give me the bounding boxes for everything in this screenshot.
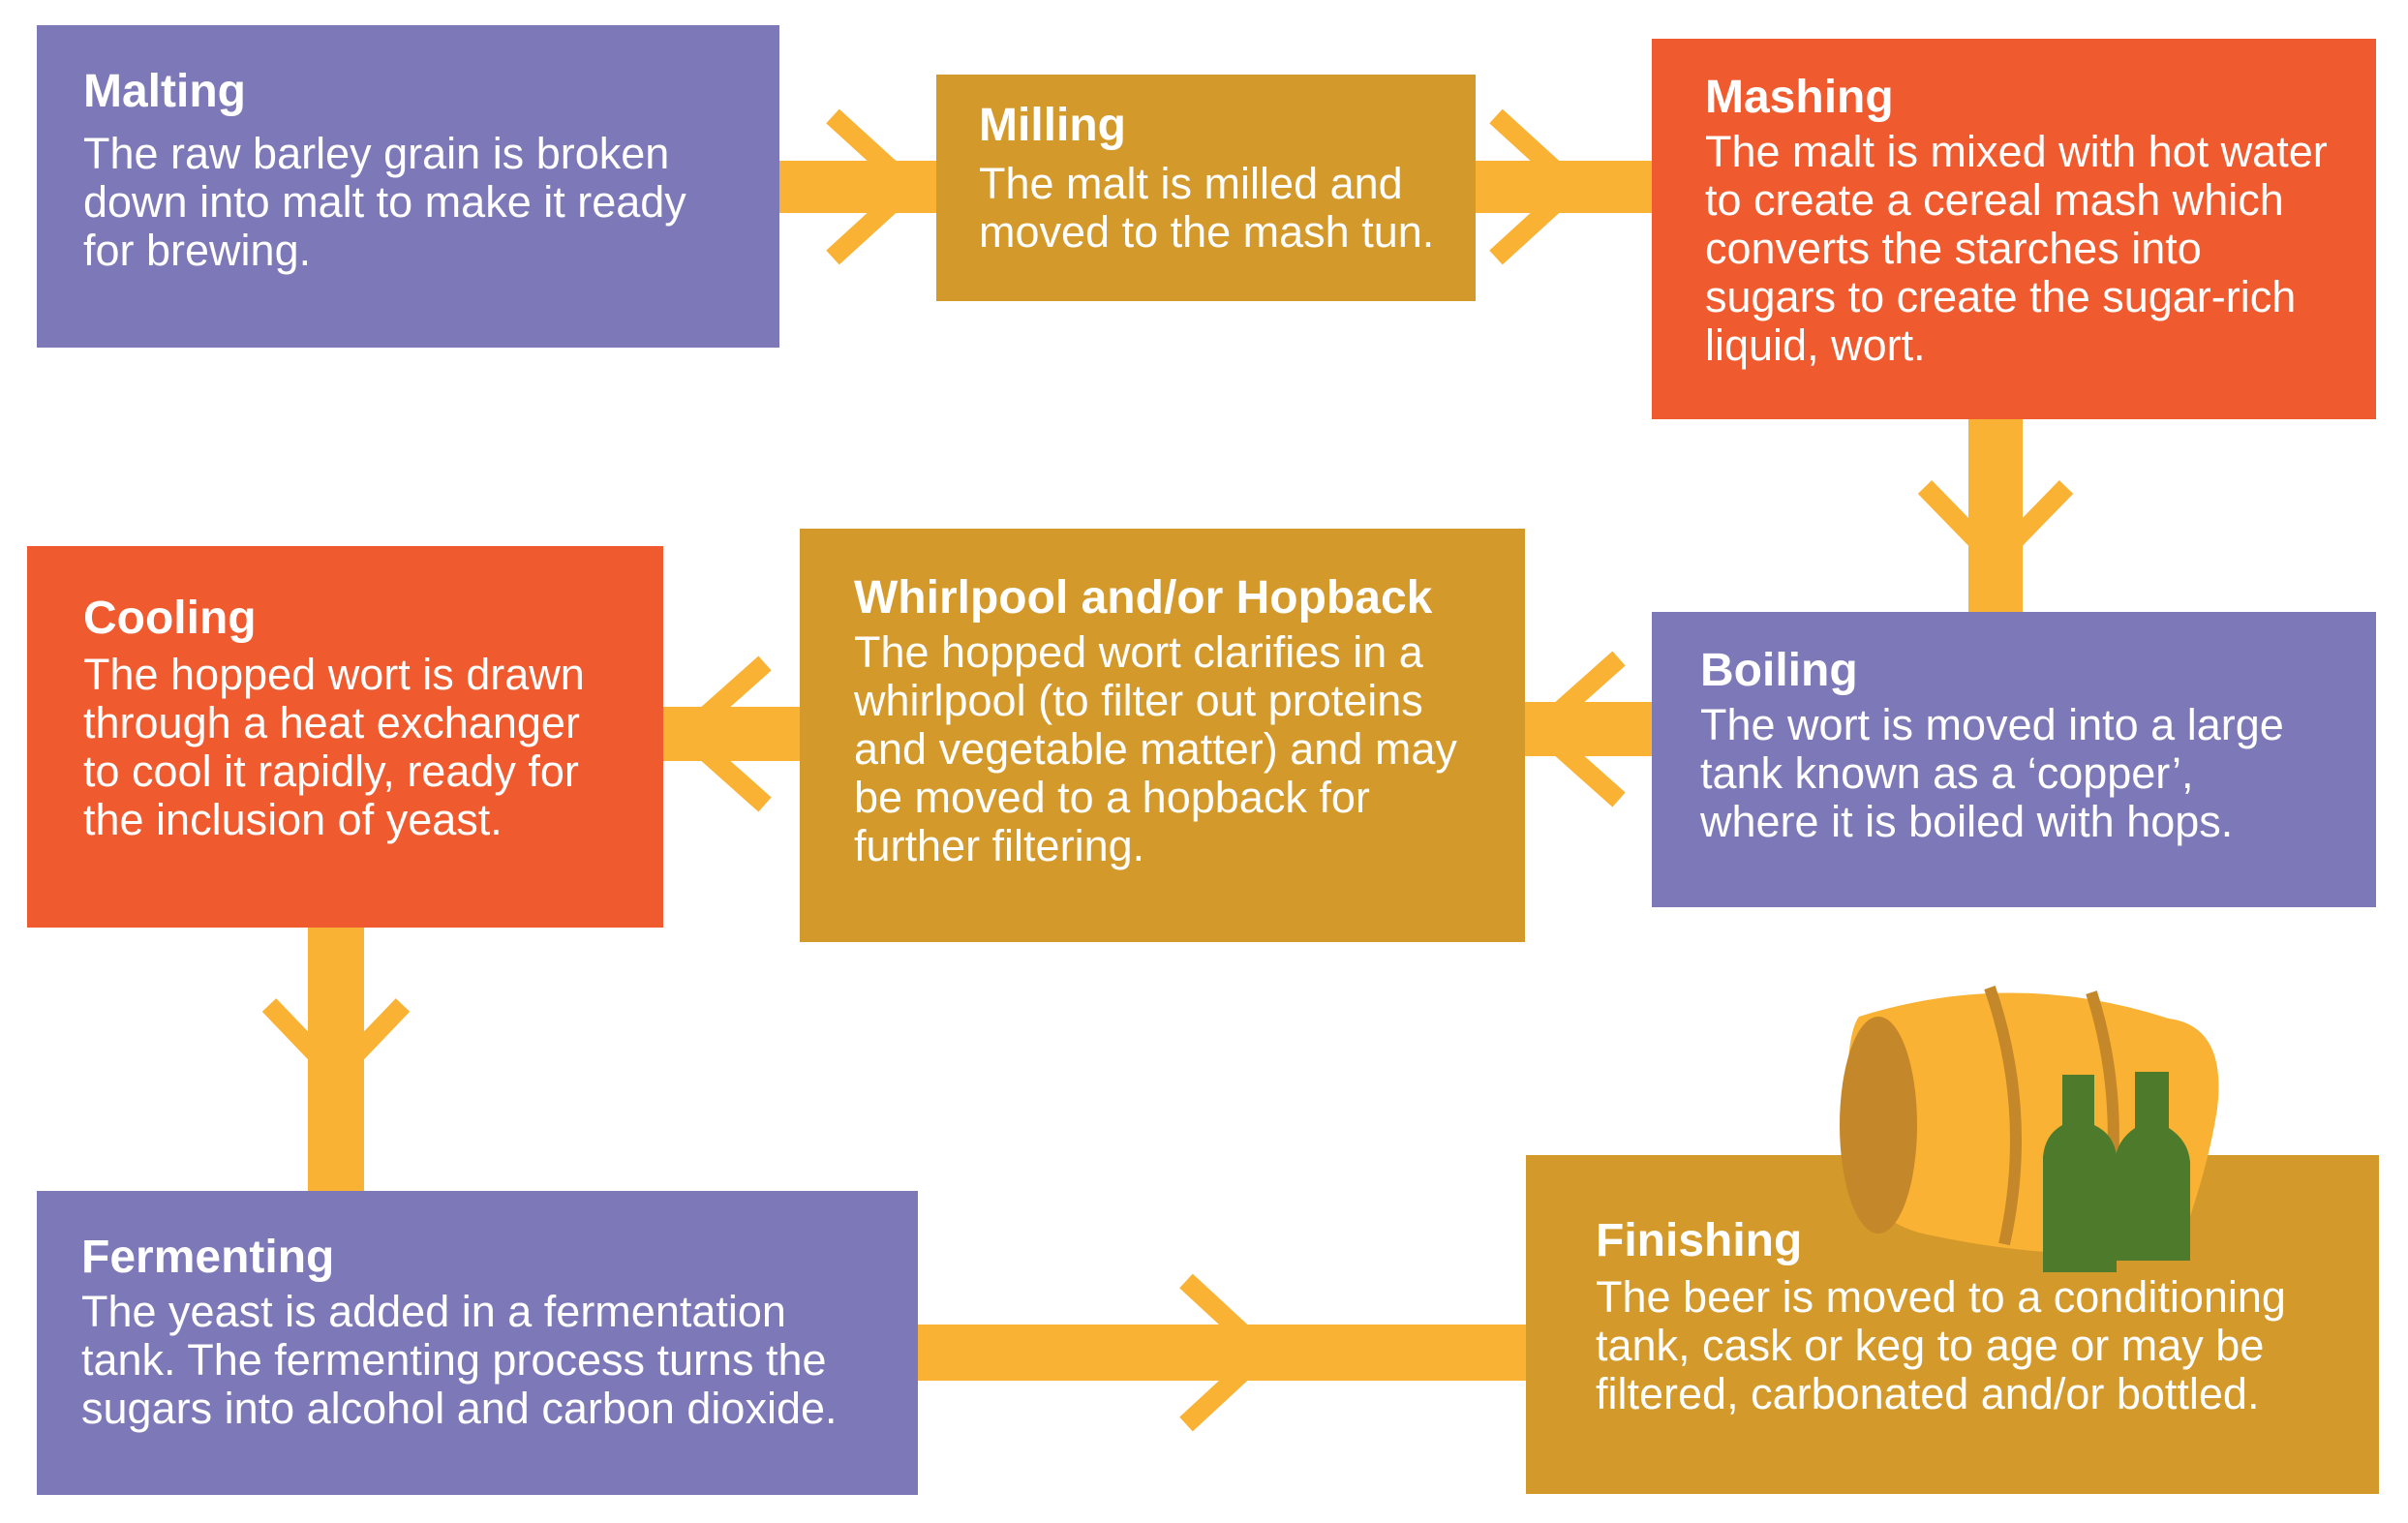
arrow-cooling-to-fermenting [261,920,411,1201]
step-mashing: Mashing The malt is mixed with hot water… [1652,39,2376,419]
arrow-mashing-to-boiling [1917,407,2074,620]
arrow-malting-to-milling [775,108,939,265]
step-title: Boiling [1700,645,1858,696]
step-title: Whirlpool and/or Hopback [854,572,1433,624]
step-title: Malting [83,66,246,117]
arrow-boiling-to-whirlpool [1510,651,1665,807]
arrow-fermenting-to-finishing [910,1273,1530,1432]
step-fermenting: Fermenting The yeast is added in a ferme… [37,1191,918,1495]
step-title: Cooling [83,593,257,644]
step-title: Finishing [1596,1215,1803,1266]
arrow-milling-to-mashing [1462,108,1656,265]
arrow-whirlpool-to-cooling [649,655,813,812]
step-finishing: Finishing The beer is moved to a conditi… [1526,1155,2379,1494]
step-whirlpool-hopback: Whirlpool and/or Hopback The hopped wort… [800,529,1525,942]
step-title: Fermenting [81,1232,335,1283]
step-title: Mashing [1705,72,1894,123]
step-title: Milling [979,100,1126,151]
